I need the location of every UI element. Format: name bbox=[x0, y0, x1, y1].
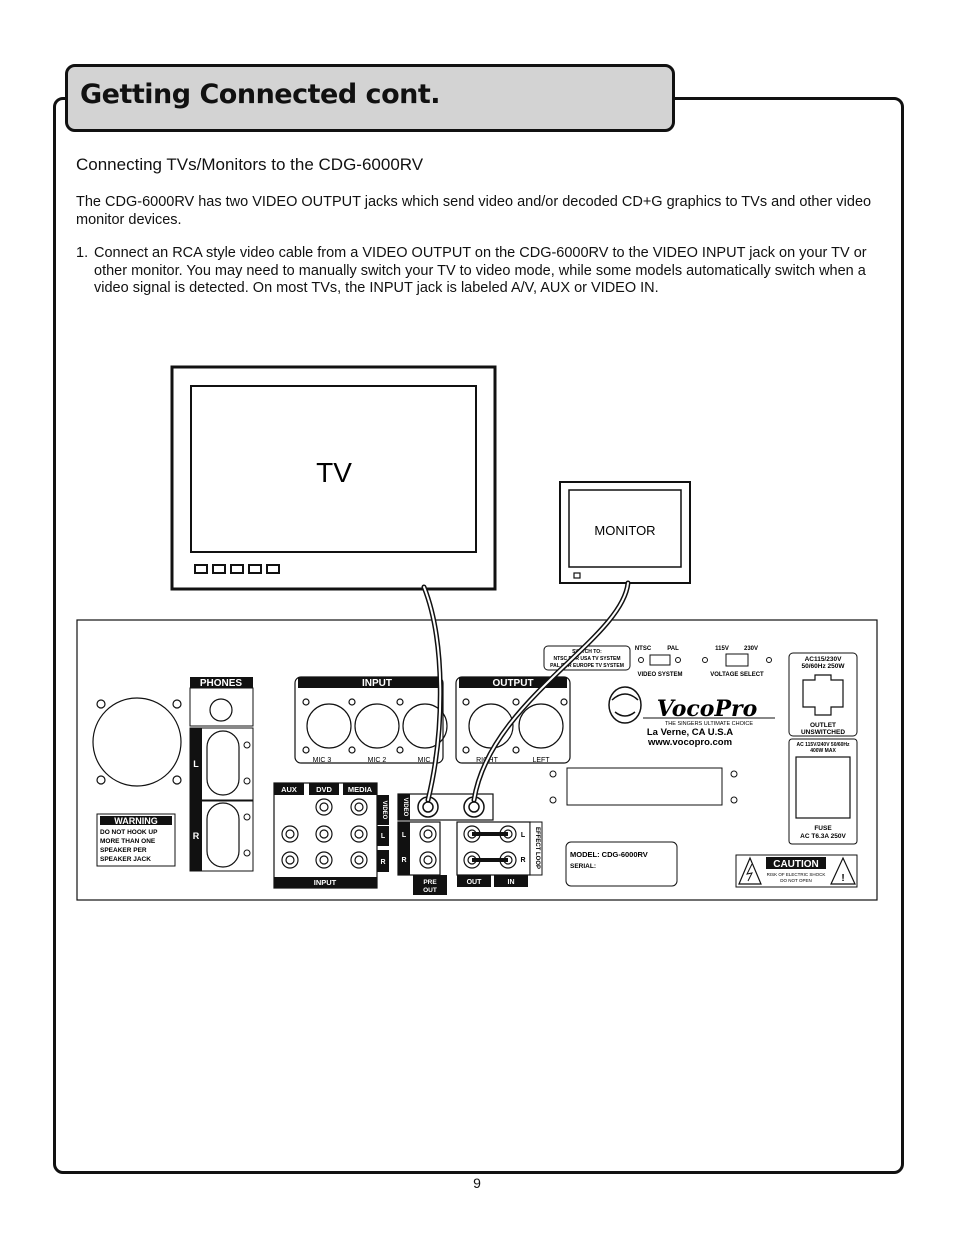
speaker-l-label: L bbox=[193, 759, 199, 769]
step-text: Connect an RCA style video cable from a … bbox=[94, 245, 867, 296]
outlet-line: OUTLET bbox=[810, 722, 836, 729]
fx-in-label: IN bbox=[508, 879, 515, 886]
voltage-select-label: VOLTAGE SELECT bbox=[710, 672, 764, 678]
tv-label: TV bbox=[316, 457, 352, 488]
effect-loop-label: EFFECT LOOP bbox=[534, 827, 540, 869]
mic-input-group: INPUT MIC 3 MIC 2 MIC 1 bbox=[294, 676, 448, 764]
rca-input-label: INPUT bbox=[314, 878, 337, 887]
monitor-illustration: MONITOR bbox=[559, 481, 691, 584]
model-plate: MODEL: CDG-6000RV SERIAL: bbox=[565, 841, 678, 887]
mic3-label: MIC 3 bbox=[313, 757, 332, 764]
switch-line: PAL FOR EUROPE TV SYSTEM bbox=[550, 663, 624, 669]
warning-title: WARNING bbox=[114, 816, 158, 826]
aux-label: AUX bbox=[281, 785, 297, 794]
mic2-label: MIC 2 bbox=[368, 757, 387, 764]
speaker-r-label: R bbox=[193, 831, 200, 841]
title-tab: Getting Connected cont. bbox=[65, 64, 675, 132]
media-label: MEDIA bbox=[348, 785, 373, 794]
rca-input-block: AUX DVD MEDIA VIDEO L R INPUT bbox=[273, 782, 389, 889]
switch-info: SWITCH TO: NTSC FOR USA TV SYSTEM PAL FO… bbox=[543, 645, 631, 671]
pre-r-label: R bbox=[401, 857, 406, 864]
vocopro-logo: VocoPro THE SINGERS ULTIMATE CHOICE La V… bbox=[608, 686, 775, 748]
rca-l-label: L bbox=[381, 833, 386, 840]
tv-buttons-icon bbox=[194, 564, 280, 574]
step-number: 1. bbox=[76, 245, 89, 261]
ac2-line: 400W MAX bbox=[810, 748, 836, 754]
caution-line: RISK OF ELECTRIC SHOCK bbox=[767, 872, 826, 877]
warning-line: DO NOT HOOK UP bbox=[100, 829, 158, 836]
tv-illustration: TV bbox=[170, 365, 497, 591]
intro-paragraph: The CDG-6000RV has two VIDEO OUTPUT jack… bbox=[76, 194, 872, 228]
rear-panel: WARNING DO NOT HOOK UP MORE THAN ONE SPE… bbox=[76, 619, 878, 901]
rca-r-label: R bbox=[380, 859, 385, 866]
pre-l-label: L bbox=[402, 832, 407, 839]
phones-label: PHONES bbox=[200, 678, 243, 689]
outlet-line: UNSWITCHED bbox=[801, 729, 845, 736]
switch-line: NTSC FOR USA TV SYSTEM bbox=[553, 656, 620, 662]
voltage-select-switch: 115V 230V VOLTAGE SELECT bbox=[702, 646, 772, 678]
video-cables bbox=[421, 580, 631, 803]
page-title: Getting Connected cont. bbox=[80, 79, 441, 110]
rca-video-label: VIDEO bbox=[381, 801, 387, 820]
pal-label: PAL bbox=[667, 646, 679, 652]
phones-jack: PHONES bbox=[189, 677, 254, 727]
video-system-switch: NTSC PAL VIDEO SYSTEM bbox=[635, 646, 683, 678]
exclamation-warning-icon bbox=[830, 856, 856, 885]
video-out-label: VIDEO bbox=[402, 798, 408, 817]
speaker-connector-icon bbox=[92, 697, 182, 787]
fuse-line: FUSE bbox=[814, 825, 832, 832]
dvd-label: DVD bbox=[316, 785, 332, 794]
monitor-label: MONITOR bbox=[594, 523, 655, 538]
fuse-line: AC T6.3A 250V bbox=[800, 833, 846, 840]
pre-out-label: OUT bbox=[423, 887, 437, 894]
step-1: 1. Connect an RCA style video cable from… bbox=[76, 245, 876, 298]
warning-line: MORE THAN ONE bbox=[100, 838, 156, 845]
svg-text:!: ! bbox=[841, 873, 844, 884]
warning-label: WARNING DO NOT HOOK UP MORE THAN ONE SPE… bbox=[96, 813, 176, 867]
label-plate bbox=[566, 767, 723, 806]
fx-out-label: OUT bbox=[467, 879, 483, 886]
fx-l-label: L bbox=[521, 832, 526, 839]
v115-label: 115V bbox=[715, 646, 729, 652]
location: La Verne, CA U.S.A bbox=[647, 727, 733, 738]
warning-line: SPEAKER PER bbox=[100, 847, 147, 854]
monitor-power-icon bbox=[573, 572, 581, 579]
ac2-line: AC 115V/240V 50/60Hz bbox=[796, 742, 850, 748]
pre-label: PRE bbox=[423, 879, 437, 886]
warning-line: SPEAKER JACK bbox=[100, 856, 151, 863]
caution-line: DO NOT OPEN bbox=[780, 878, 811, 883]
video-system-label: VIDEO SYSTEM bbox=[637, 672, 682, 678]
fx-r-label: R bbox=[520, 857, 525, 864]
serial-text: SERIAL: bbox=[570, 863, 596, 870]
section-subtitle: Connecting TVs/Monitors to the CDG-6000R… bbox=[76, 155, 424, 174]
video-output-block: VIDEO bbox=[397, 793, 494, 821]
switch-line: SWITCH TO: bbox=[572, 649, 602, 655]
ac-outlet: AC115/230V 50/60Hz 250W OUTLET UNSWITCHE… bbox=[788, 652, 858, 737]
speaker-terminals: L R bbox=[189, 727, 254, 872]
caution-title: CAUTION bbox=[773, 859, 819, 870]
power-inlet: AC 115V/240V 50/60Hz 400W MAX FUSE AC T6… bbox=[788, 738, 858, 845]
tagline: THE SINGERS ULTIMATE CHOICE bbox=[665, 721, 753, 727]
mic1-label: MIC 1 bbox=[418, 757, 437, 764]
website: www.vocopro.com bbox=[647, 737, 732, 748]
lightning-warning-icon bbox=[738, 856, 762, 885]
ntsc-label: NTSC bbox=[635, 646, 652, 652]
effect-loop-block: L R EFFECT LOOP OUT IN bbox=[456, 821, 543, 887]
input-label: INPUT bbox=[362, 678, 392, 689]
caution-label: CAUTION RISK OF ELECTRIC SHOCK DO NOT OP… bbox=[735, 854, 858, 888]
left-label: LEFT bbox=[532, 757, 550, 764]
ac-line: AC115/230V bbox=[805, 656, 843, 663]
output-label: OUTPUT bbox=[492, 678, 533, 689]
model-text: MODEL: CDG-6000RV bbox=[570, 850, 648, 859]
ac-line: 50/60Hz 250W bbox=[802, 663, 846, 670]
pre-out-block: L R PRE OUT bbox=[397, 821, 447, 895]
page-number: 9 bbox=[473, 1175, 481, 1191]
v230-label: 230V bbox=[744, 646, 758, 652]
